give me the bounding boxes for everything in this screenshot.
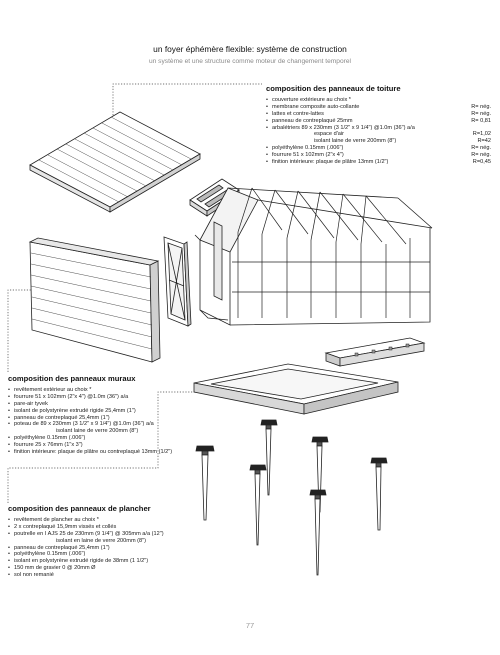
floor-list-item: poutrelle en I AJS 25 de 230mm (9 1/4") … xyxy=(8,531,238,538)
wall-list-item: fourrure 25 x 76mm (1"x 3") xyxy=(8,442,208,449)
roof-item-text: panneau de contreplaqué 25mm xyxy=(272,117,353,124)
floor-item-text: sol non remanié xyxy=(14,572,54,579)
roof-item-text: polyéthylène 0.15mm (.006") xyxy=(272,145,344,152)
wall-list: revêtement extérieur au choix *fourrure … xyxy=(8,387,208,456)
door-frame-drawing xyxy=(163,236,192,327)
wall-item-text: pare-air tyvek xyxy=(14,400,48,407)
roof-item-r-value: R= nég. xyxy=(471,103,491,110)
house-frame-drawing xyxy=(194,187,433,326)
wall-list-item: finition intérieure: plaque de plâtre ou… xyxy=(8,449,208,456)
pile-2 xyxy=(260,419,278,496)
wall-list-item: polyéthylène 0.15mm (.006") xyxy=(8,435,208,442)
roof-item-r-value: R=1,02 xyxy=(472,131,491,138)
roof-list-item: arbalétriers 89 x 230mm (3 1/2" x 9 1/4"… xyxy=(266,125,491,132)
roof-item-r-value: R= nég. xyxy=(471,145,491,152)
wall-heading: composition des panneaux muraux xyxy=(8,374,136,383)
floor-leader-line xyxy=(7,391,196,503)
floor-item-text: 2 x contreplaqué 15,9mm vissés et collés xyxy=(14,523,117,530)
page-title: un foyer éphémère flexible: système de c… xyxy=(153,44,347,54)
page-number: 77 xyxy=(245,621,255,630)
wall-list-item: isolant de polystyrène extrudé rigide 25… xyxy=(8,408,208,415)
roof-list-item: fourrure 51 x 102mm (2"x 4") R= nég. xyxy=(266,152,491,159)
wall-item-text: revêtement extérieur au choix * xyxy=(14,386,92,393)
roof-heading: composition des panneaux de toiture xyxy=(266,84,401,93)
floor-list-item: 150 mm de gravier 0 @ 20mm Ø xyxy=(8,565,238,572)
floor-frame-drawing xyxy=(193,363,399,415)
floor-heading: composition des panneaux de plancher xyxy=(8,504,151,513)
floor-list-item: 2 x contreplaqué 15,9mm vissés et collés xyxy=(8,524,238,531)
wall-panel-drawing xyxy=(28,237,161,363)
roof-list-item: lattes et contre-lattes R= nég. xyxy=(266,111,491,118)
roof-list-item: espace d'air R=1,02 xyxy=(266,131,491,138)
pile-4 xyxy=(249,464,267,546)
wall-list-item: isolant laine de verre 200mm (8") xyxy=(8,428,208,435)
ground-piles-drawing xyxy=(195,419,388,576)
page-subtitle: un système et une structure comme moteur… xyxy=(149,58,351,65)
wall-item-text: polyéthylène 0.15mm (.006") xyxy=(14,435,86,442)
floor-list-item: isolant en laine de verre 200mm (8") xyxy=(8,538,238,545)
roof-item-text: finition intérieure: plaque de plâtre 13… xyxy=(272,159,389,166)
floor-item-text: 150 mm de gravier 0 @ 20mm Ø xyxy=(14,565,96,572)
wall-list-item: panneau de contreplaqué 25,4mm (1") xyxy=(8,415,208,422)
roof-item-text: espace d'air xyxy=(314,131,344,138)
floor-item-text: panneau de contreplaqué 25,4mm (1") xyxy=(14,544,110,551)
wall-item-text: poteau de 89 x 230mm (3 1/2" x 9 1/4") @… xyxy=(14,421,154,428)
floor-list-item: polyéthylène 0.15mm (.006") xyxy=(8,551,238,558)
roof-list: couverture extérieure au choix *membrane… xyxy=(266,97,491,166)
roof-panel-drawing xyxy=(29,111,201,213)
roof-item-r-value: R=0,45 xyxy=(472,159,491,166)
floor-item-text: polyéthylène 0.15mm (.006") xyxy=(14,551,86,558)
floor-list-item: sol non remanié xyxy=(8,572,238,579)
wall-composition: composition des panneaux muraux revêteme… xyxy=(8,374,208,456)
roof-item-text: arbalétriers 89 x 230mm (3 1/2" x 9 1/4"… xyxy=(272,124,415,131)
floor-item-text: isolant en laine de verre 200mm (8") xyxy=(56,537,146,544)
floor-item-text: revêtement de plancher au choix * xyxy=(14,516,99,523)
roof-item-r-value: R= 0,81 xyxy=(471,117,491,124)
wall-leader-line xyxy=(7,289,140,372)
floor-item-text: isolant en polystyrène extrudé rigide de… xyxy=(14,558,149,565)
roof-list-item: couverture extérieure au choix * xyxy=(266,97,491,104)
wall-item-text: panneau de contreplaqué 25,4mm (1") xyxy=(14,414,110,421)
floor-composition: composition des panneaux de plancher rev… xyxy=(8,504,238,579)
wall-list-item: poteau de 89 x 230mm (3 1/2" x 9 1/4") @… xyxy=(8,421,208,428)
floor-list-item: revêtement de plancher au choix * xyxy=(8,517,238,524)
wall-item-text: fourrure 25 x 76mm (1"x 3") xyxy=(14,442,83,449)
wall-item-text: fourrure 51 x 102mm (2"x 4") @1.0m (36")… xyxy=(14,393,129,400)
floor-list-item: isolant en polystyrène extrudé rigide de… xyxy=(8,558,238,565)
roof-item-text: fourrure 51 x 102mm (2"x 4") xyxy=(272,152,344,159)
roof-item-r-value: R= nég. xyxy=(471,110,491,117)
roof-list-item: membrane composite auto-collante R= nég. xyxy=(266,104,491,111)
wall-list-item: revêtement extérieur au choix * xyxy=(8,387,208,394)
floor-item-text: poutrelle en I AJS 25 de 230mm (9 1/4") … xyxy=(14,530,164,537)
roof-item-text: lattes et contre-lattes xyxy=(272,110,324,117)
wall-item-text: finition intérieure: plaque de plâtre ou… xyxy=(14,449,173,456)
roof-list-item: finition intérieure: plaque de plâtre 13… xyxy=(266,159,491,166)
wall-item-text: isolant de polystyrène extrudé rigide 25… xyxy=(14,407,136,414)
pile-5 xyxy=(370,457,388,531)
roof-item-r-value: R= nég. xyxy=(471,152,491,159)
floor-beam-drawing xyxy=(324,337,426,367)
wall-list-item: pare-air tyvek xyxy=(8,401,208,408)
floor-list: revêtement de plancher au choix *2 x con… xyxy=(8,517,238,579)
roof-item-text: couverture extérieure au choix * xyxy=(272,96,351,103)
roof-item-r-value: R=42 xyxy=(477,138,491,145)
floor-list-item: panneau de contreplaqué 25,4mm (1") xyxy=(8,545,238,552)
roof-list-item: panneau de contreplaqué 25mm R= 0,81 xyxy=(266,118,491,125)
wall-item-text: isolant laine de verre 200mm (8") xyxy=(56,428,139,435)
wall-list-item: fourrure 51 x 102mm (2"x 4") @1.0m (36")… xyxy=(8,394,208,401)
roof-list-item: polyéthylène 0.15mm (.006") R= nég. xyxy=(266,145,491,152)
roof-list-item: isolant laine de verre 200mm (8") R=42 xyxy=(266,138,491,145)
roof-item-text: isolant laine de verre 200mm (8") xyxy=(314,138,397,145)
roof-composition: composition des panneaux de toiture couv… xyxy=(266,84,491,166)
roof-item-text: membrane composite auto-collante xyxy=(272,103,360,110)
pile-6 xyxy=(309,489,327,576)
